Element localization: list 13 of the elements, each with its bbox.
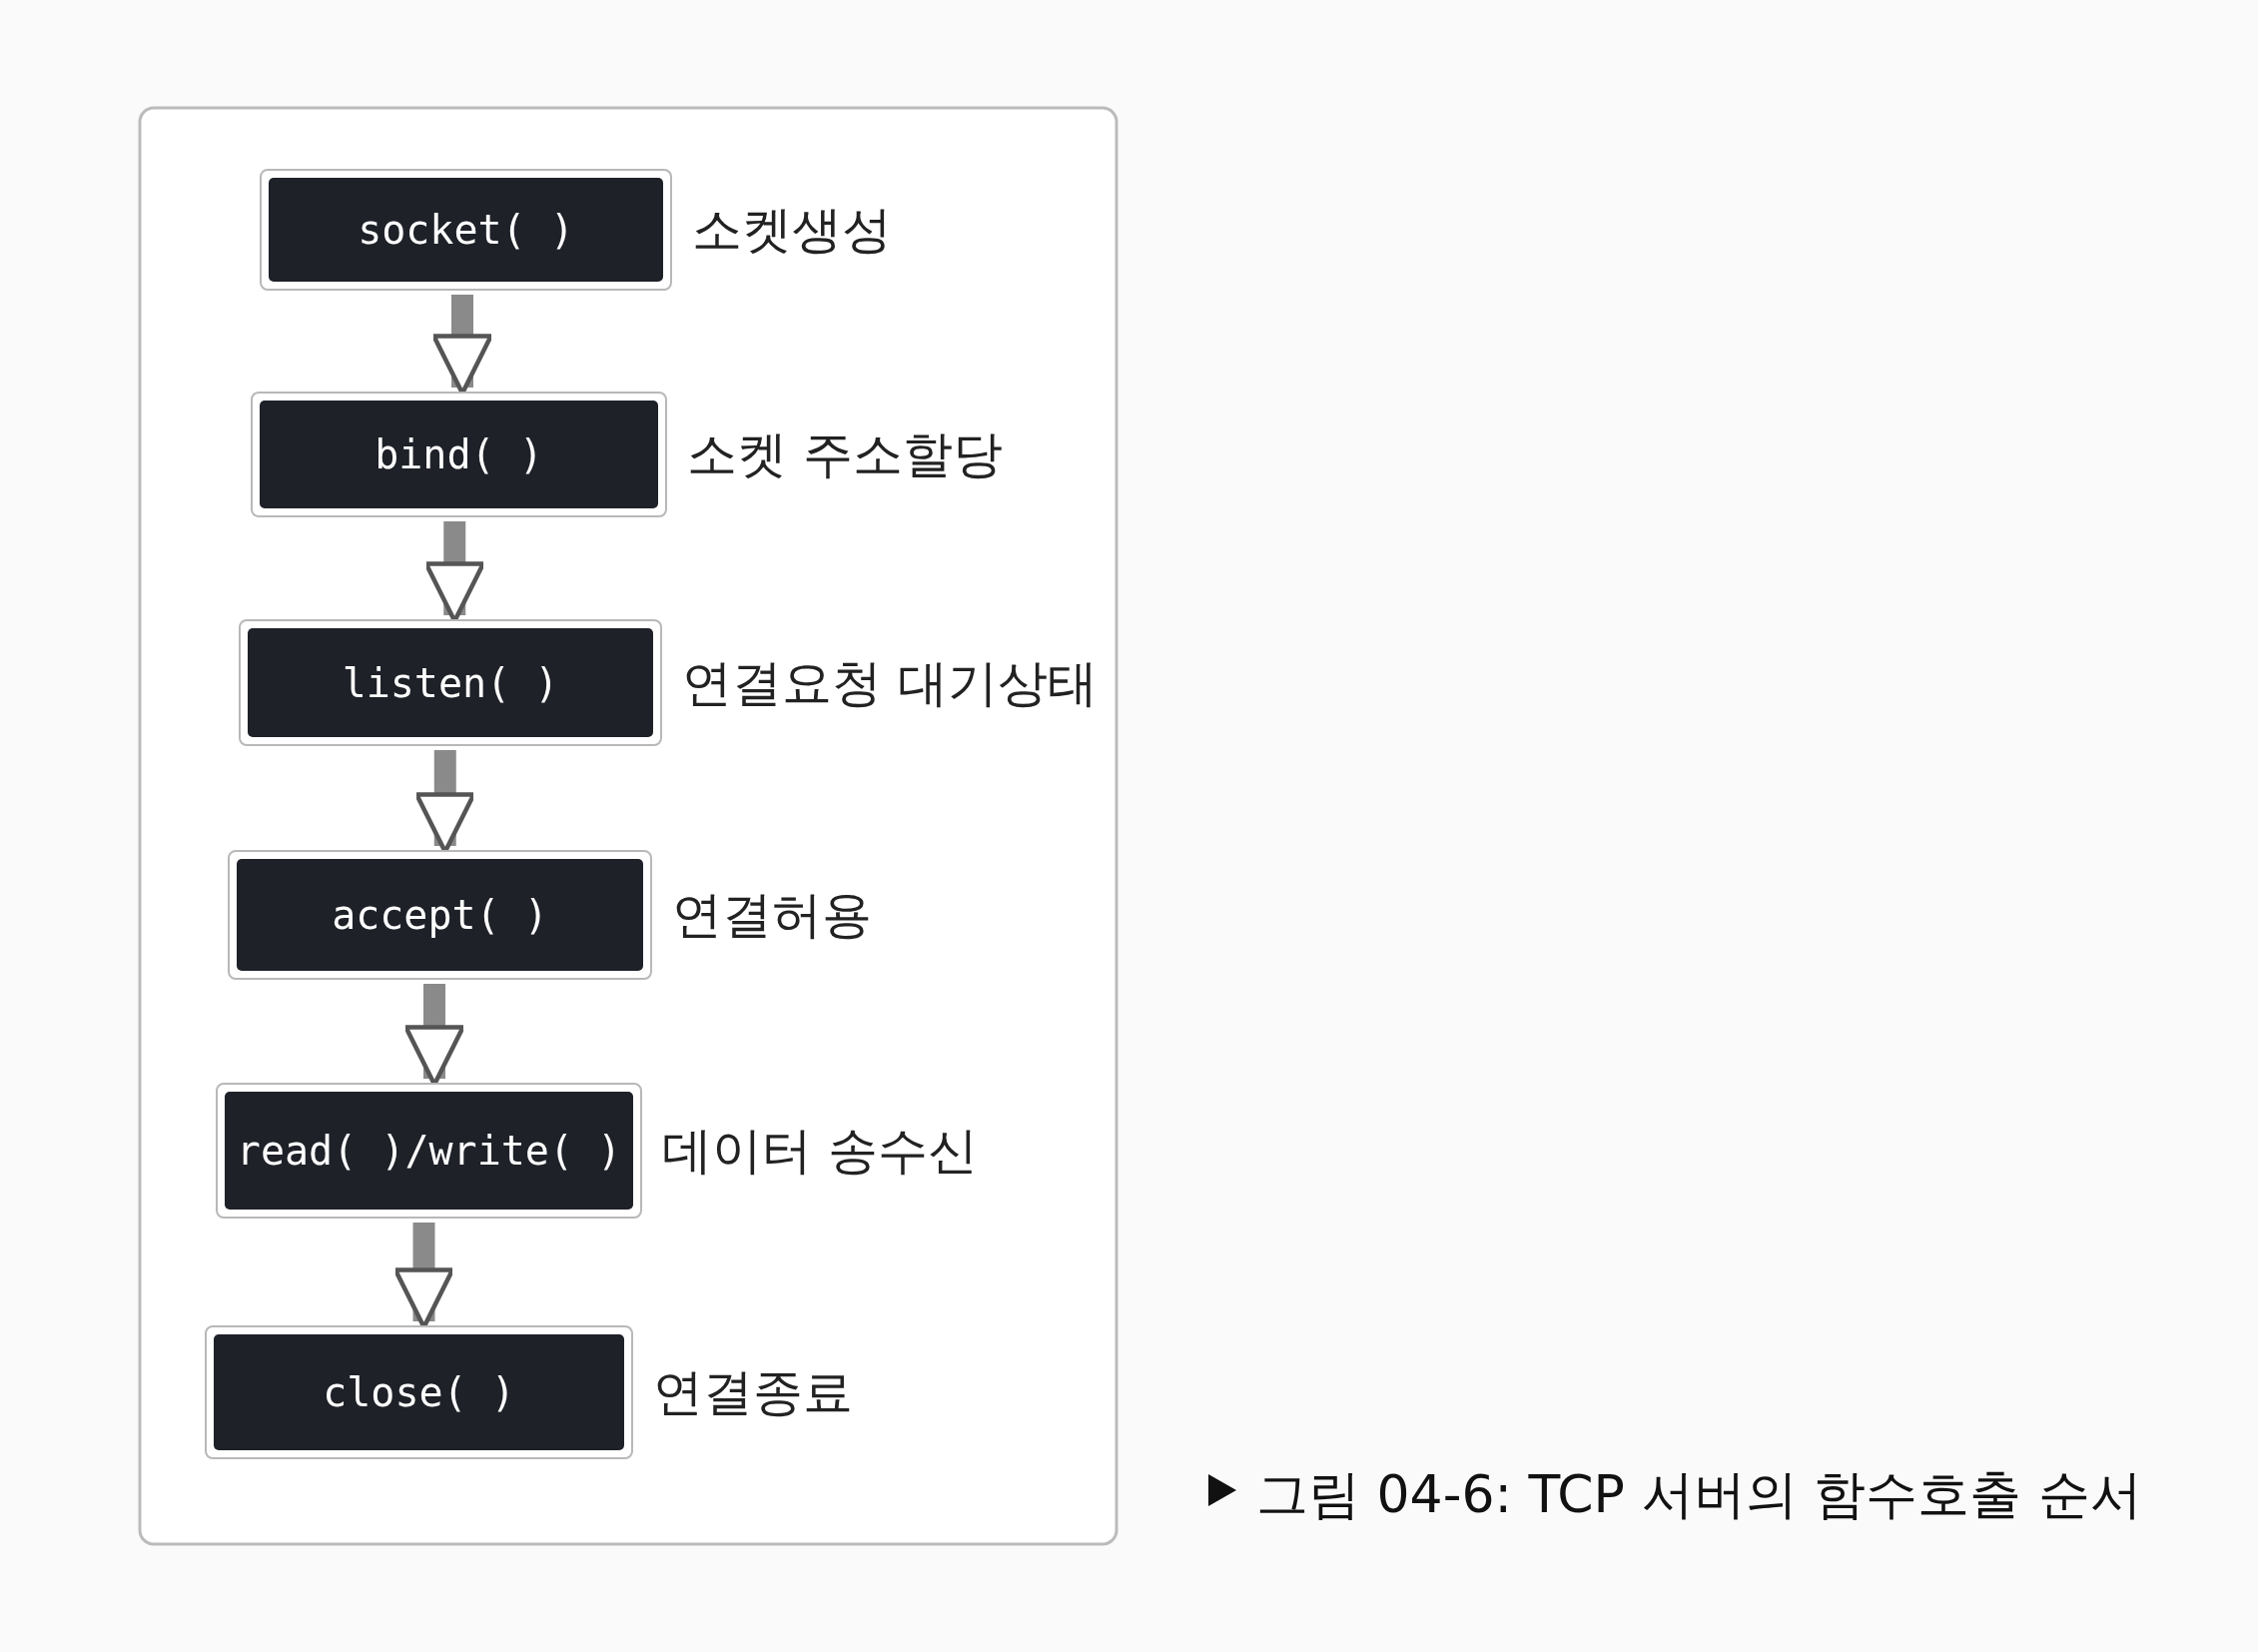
step-description: 데이터 송수신 bbox=[662, 1120, 978, 1182]
step-description: 연결종료 bbox=[653, 1361, 853, 1423]
function-name: close( ) bbox=[214, 1334, 624, 1450]
step-description: 연결요청 대기상태 bbox=[682, 652, 1098, 713]
function-name: bind( ) bbox=[260, 401, 658, 508]
step-description: 소켓생성 bbox=[692, 199, 892, 261]
function-name: read( )/write( ) bbox=[225, 1092, 633, 1210]
function-name: accept( ) bbox=[237, 859, 643, 971]
step-description: 연결허용 bbox=[672, 884, 872, 946]
step-description: 소켓 주소할당 bbox=[687, 423, 1003, 485]
function-name: socket( ) bbox=[269, 178, 663, 282]
caption: 그림 04-6: TCP 서버의 함수호출 순서 bbox=[1256, 1463, 2142, 1526]
function-name: listen( ) bbox=[248, 628, 653, 737]
